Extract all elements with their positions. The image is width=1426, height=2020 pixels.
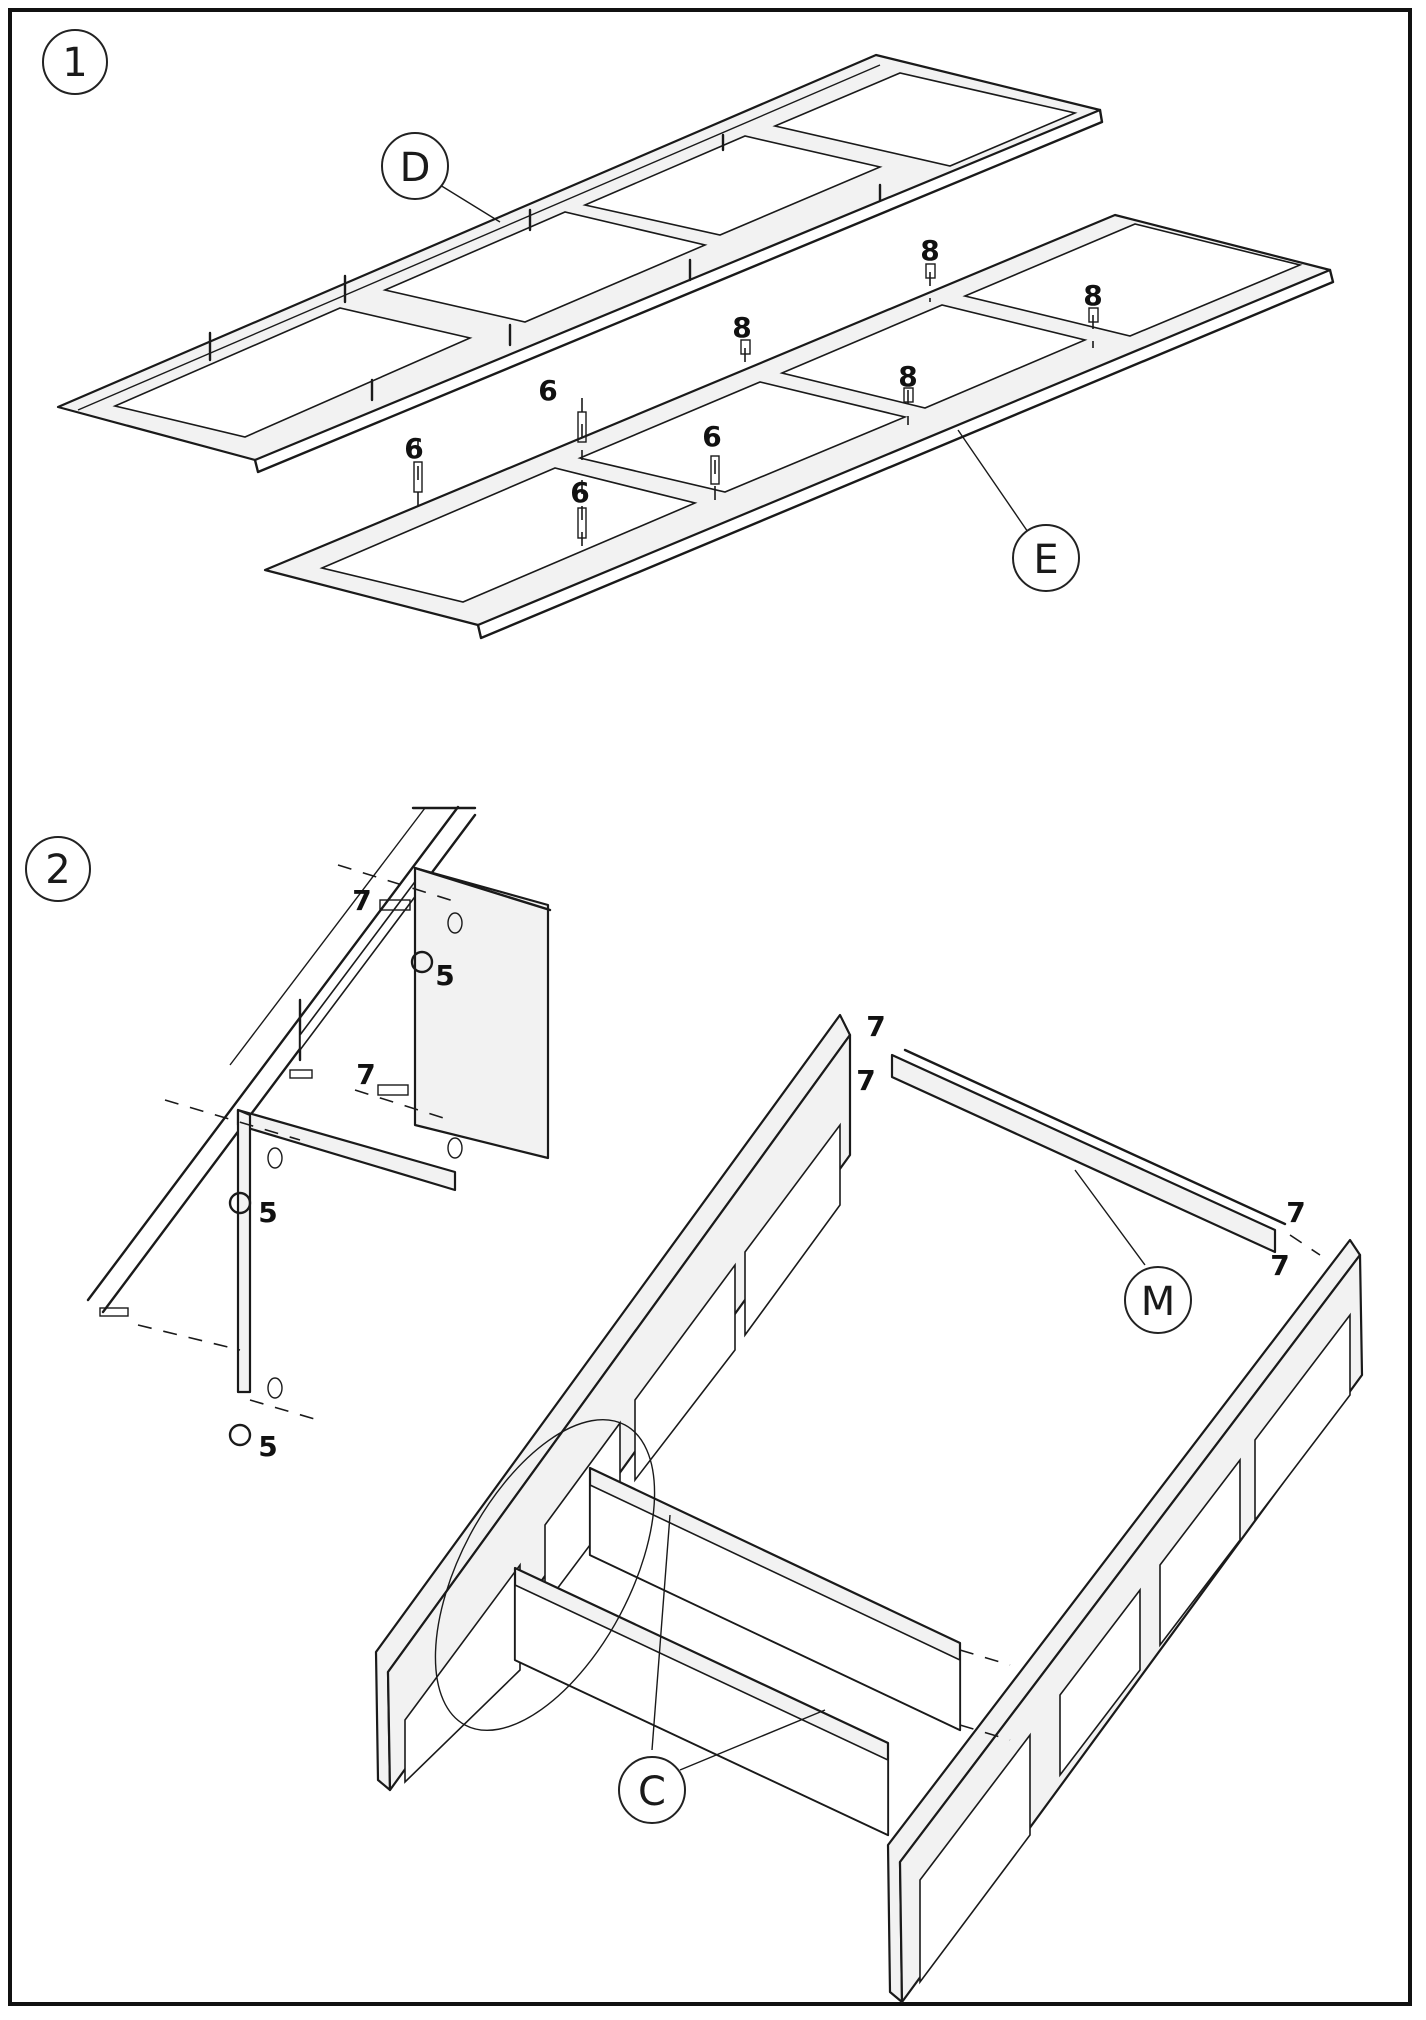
step-2-circle <box>25 836 91 902</box>
callout-m: M <box>1124 1266 1192 1334</box>
svg-text:D: D <box>400 145 431 191</box>
detail-view <box>86 805 552 1447</box>
hardware-label-8: 8 <box>732 311 751 344</box>
hardware-label-8: 8 <box>1083 279 1102 312</box>
step-1-circle <box>42 29 108 95</box>
hardware-label-5: 5 <box>258 1430 277 1463</box>
svg-text:C: C <box>638 1769 666 1815</box>
hardware-label-7: 7 <box>352 884 371 917</box>
hardware-label-7: 7 <box>1270 1249 1289 1282</box>
hardware-label-6: 6 <box>538 374 557 407</box>
hardware-label-8: 8 <box>898 360 917 393</box>
hardware-label-5: 5 <box>435 959 454 992</box>
panel-e <box>263 213 1335 640</box>
hardware-label-7: 7 <box>866 1010 885 1043</box>
hardware-label-6: 6 <box>702 420 721 453</box>
hardware-label-5: 5 <box>258 1196 277 1229</box>
step-1-number: 1 <box>62 40 87 86</box>
hardware-label-6: 6 <box>404 432 423 465</box>
callout-e: E <box>957 429 1080 592</box>
hardware-label-7: 7 <box>356 1058 375 1091</box>
svg-text:E: E <box>1033 537 1058 583</box>
main-assembly <box>374 1013 1364 2004</box>
step-2: 2 <box>25 805 1364 2004</box>
step-1: 1 <box>42 29 1335 640</box>
panel-d <box>56 53 1104 474</box>
hardware-label-7: 7 <box>1286 1196 1305 1229</box>
hardware-label-8: 8 <box>920 234 939 267</box>
callout-c: C <box>618 1756 686 1824</box>
hardware-label-7: 7 <box>856 1064 875 1097</box>
hardware-label-6: 6 <box>570 476 589 509</box>
step-2-number: 2 <box>45 847 70 893</box>
svg-text:M: M <box>1141 1279 1176 1325</box>
callout-d: D <box>381 132 501 223</box>
